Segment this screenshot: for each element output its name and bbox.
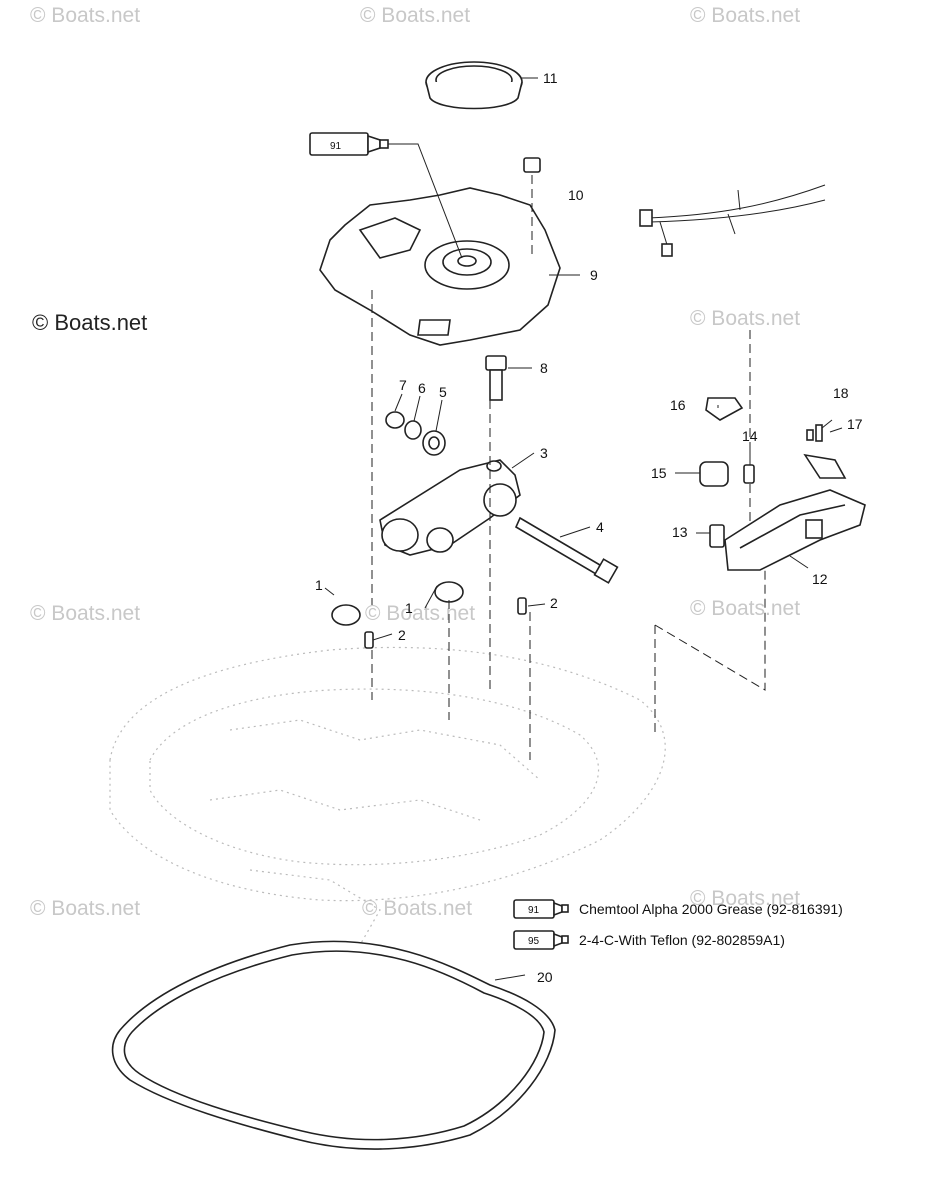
legend-tube-code: 95 (528, 936, 540, 947)
callout-17: 17 (847, 416, 863, 432)
assembly-lines (371, 290, 766, 760)
watermark: © Boats.net (690, 887, 800, 910)
part-20-gasket[interactable] (111, 940, 556, 1150)
part-1-oring-left[interactable] (331, 604, 361, 626)
watermark: © Boats.net (30, 4, 140, 27)
watermark: © Boats.net (360, 4, 470, 27)
part-3-bracket[interactable] (379, 459, 521, 556)
callout-3: 3 (540, 445, 548, 461)
callout-11: 11 (543, 70, 558, 86)
watermark-dark: © Boats.net (32, 310, 147, 335)
leader-lines (324, 77, 843, 981)
part-5-washer[interactable] (422, 430, 446, 456)
callout-1b: 1 (405, 600, 413, 616)
legend-tube-code: 91 (528, 905, 540, 916)
tube-label: 91 (330, 141, 342, 152)
callout-18: 18 (833, 385, 849, 401)
part-6-washer[interactable] (404, 420, 422, 440)
watermark: © Boats.net (365, 602, 475, 625)
part-15-bushing[interactable] (699, 461, 729, 487)
part-9-housing[interactable] (319, 187, 561, 346)
callout-6: 6 (418, 380, 426, 396)
callout-7: 7 (399, 377, 407, 393)
callout-8: 8 (540, 360, 548, 376)
watermark: © Boats.net (690, 307, 800, 330)
watermark: © Boats.net (30, 602, 140, 625)
callouts: 11 10 9 8 7 6 5 3 4 1 1 2 2 16 14 15 13 … (315, 70, 863, 985)
part-17-clip[interactable] (803, 453, 847, 479)
callout-2b: 2 (550, 595, 558, 611)
callout-20: 20 (537, 969, 553, 985)
callout-10: 10 (568, 187, 584, 203)
part-7-nut[interactable] (385, 411, 405, 429)
part-10-plug[interactable] (523, 157, 541, 255)
part-12-bracket[interactable] (724, 489, 866, 571)
legend-item-95: 95 2-4-C-With Teflon (92-802859A1) (513, 930, 785, 950)
part-4-long-bolt[interactable] (514, 516, 619, 584)
legend: 91 Chemtool Alpha 2000 Grease (92-816391… (513, 899, 843, 950)
part-11-seal[interactable] (425, 61, 523, 110)
watermarks: © Boats.net © Boats.net © Boats.net © Bo… (30, 4, 800, 920)
callout-15: 15 (651, 465, 667, 481)
part-16-plate[interactable] (705, 397, 744, 421)
grease-tube-91: 91 (309, 132, 463, 259)
watermark: © Boats.net (30, 897, 140, 920)
part-18-screw[interactable] (806, 424, 823, 442)
callout-13: 13 (672, 524, 688, 540)
callout-2a: 2 (398, 627, 406, 643)
legend-item-91: 91 Chemtool Alpha 2000 Grease (92-816391… (513, 899, 843, 919)
part-8-bolt[interactable] (485, 355, 507, 401)
callout-14: 14 (742, 428, 758, 444)
part-2-pin-left[interactable] (364, 631, 374, 649)
legend-text: 2-4-C-With Teflon (92-802859A1) (579, 932, 785, 948)
part-2-pin-right[interactable] (517, 597, 527, 615)
powerhead-ghost-outline (109, 646, 666, 946)
part-14-screw[interactable] (743, 464, 755, 484)
callout-16: 16 (670, 397, 686, 413)
part-13-switch[interactable] (709, 524, 725, 548)
watermark: © Boats.net (690, 597, 800, 620)
callout-9: 9 (590, 267, 598, 283)
callout-4: 4 (596, 519, 604, 535)
callout-1a: 1 (315, 577, 323, 593)
part-1-oring-right[interactable] (434, 581, 464, 603)
watermark: © Boats.net (690, 4, 800, 27)
callout-5: 5 (439, 384, 447, 400)
watermark: © Boats.net (362, 897, 472, 920)
legend-text: Chemtool Alpha 2000 Grease (92-816391) (579, 901, 843, 917)
wire-harness[interactable] (639, 184, 826, 257)
callout-12: 12 (812, 571, 828, 587)
